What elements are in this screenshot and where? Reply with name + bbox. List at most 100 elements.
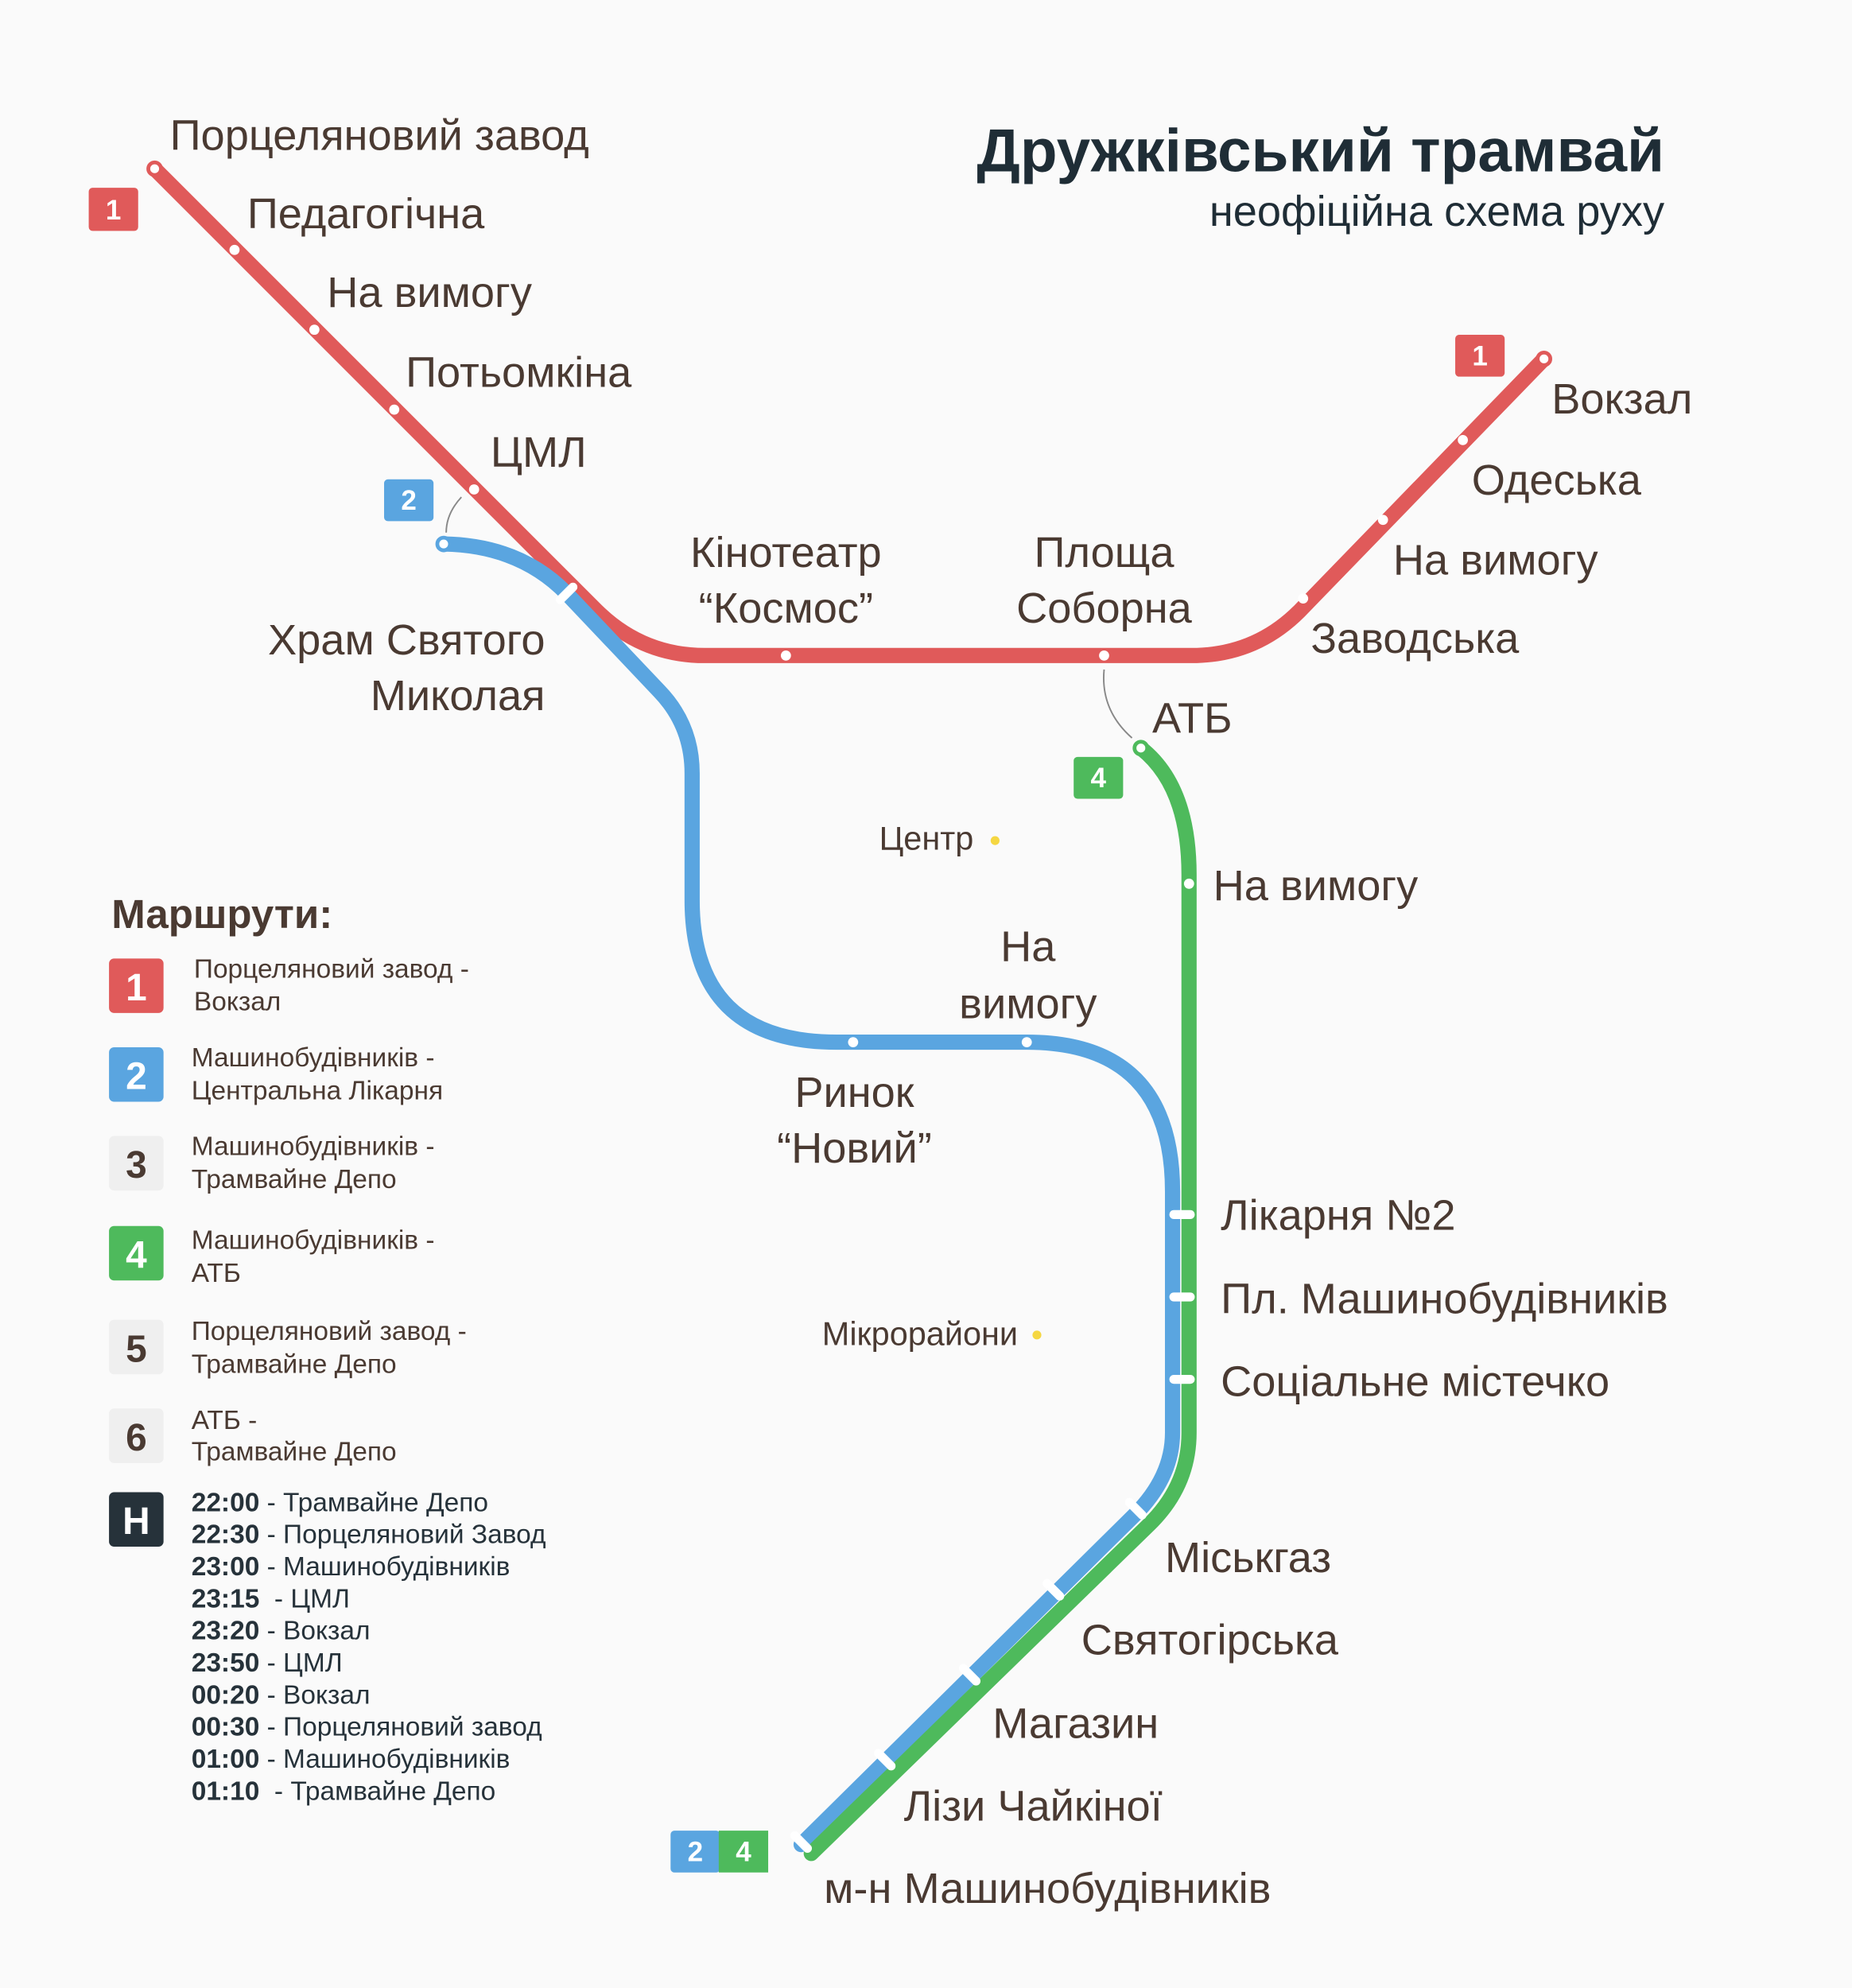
station-dot [848,1037,859,1047]
schedule-destination: - ЦМЛ [259,1648,342,1678]
schedule-time: 23:20 [192,1617,260,1646]
station-label: Педагогічна [247,190,485,238]
station-dot [780,650,791,661]
station-label: АТБ [1152,695,1233,743]
transfer-marker [874,1749,896,1771]
schedule-row: 23:50 - ЦМЛ [192,1648,343,1678]
transfer-marker [790,1831,813,1854]
station-label: Соборна [1016,584,1193,632]
station-label: Храм Святого [268,616,545,664]
map-subtitle: неофіційна схема руху [1209,188,1664,235]
badge-label: 4 [1091,763,1107,794]
route-badge-1-west: 1 [88,188,138,231]
station-label: Міськгаз [1165,1534,1331,1582]
route-4-line [803,740,1197,1862]
station-label: Миколая [371,672,546,720]
badge-label: 2 [688,1836,704,1867]
schedule-row: 22:00 - Трамвайне Депо [192,1488,488,1517]
legend-night-route: Н 22:00 - Трамвайне Депо 22:30 - Порцелян… [109,1488,546,1806]
route-badge-2-4: 2 4 [670,1831,769,1873]
station-dot [1298,593,1309,604]
station-label: Лізи Чайкіної [904,1782,1163,1830]
station-dot [1377,514,1388,526]
station-label: Соціальне містечко [1221,1357,1609,1405]
badge-label: 4 [736,1836,751,1867]
station-label: ЦМЛ [491,429,587,476]
station-label: На вимогу [1213,862,1419,910]
station-labels: Порцеляновий завод Педагогічна На вимогу… [170,111,1693,1912]
transfer-markers [556,582,1195,1854]
schedule-row: 22:30 - Порцеляновий Завод [192,1520,546,1550]
district-label: Центр [879,819,974,856]
schedule-destination: - Машинобудівників [259,1745,510,1774]
legend-badge: 4 [126,1234,147,1276]
legend-badge: 2 [126,1056,147,1098]
legend-text: Машинобудівників - [192,1132,435,1161]
station-dot [1021,1037,1032,1047]
station-label: Заводська [1310,615,1520,662]
station-label: Ринок [794,1069,914,1116]
station-label: Кінотеатр [690,529,882,577]
legend-text: Центральна Лікарня [192,1076,443,1105]
schedule-destination: - Порцеляновий завод [259,1713,542,1742]
schedule-time: 22:00 [192,1488,260,1517]
legend-route-3: 3 Машинобудівників - Трамвайне Депо [109,1132,435,1194]
schedule-time: 00:20 [192,1680,260,1710]
legend-text: Машинобудівників - [192,1225,435,1255]
route-badge-2: 2 [384,479,434,522]
legend-badge: Н [122,1501,150,1543]
transfer-marker [1124,1497,1147,1520]
station-label: Вокзал [1551,375,1692,423]
station-label: На [1000,923,1056,971]
schedule-destination: - ЦМЛ [259,1584,350,1613]
night-schedule: 22:00 - Трамвайне Депо 22:30 - Порцелянов… [192,1488,546,1806]
station-label: На вимогу [327,269,532,316]
terminal-marker [1132,740,1150,757]
station-dot [1099,650,1109,661]
station-label: Порцеляновий завод [170,111,589,159]
schedule-destination: - Порцеляновий Завод [259,1520,546,1550]
schedule-time: 01:00 [192,1745,260,1774]
station-dot [1458,434,1468,445]
legend-route-1: 1 Порцеляновий завод - Вокзал [109,954,469,1017]
legend-badge: 6 [126,1417,147,1459]
route-1-line [146,161,1552,663]
schedule-time: 23:15 [192,1584,260,1613]
schedule-row: 23:00 - Машинобудівників [192,1552,511,1582]
badge-label: 1 [1472,340,1488,371]
legend-route-6: 6 АТБ - Трамвайне Депо [109,1406,397,1467]
station-dot [468,484,480,495]
schedule-time: 22:30 [192,1520,260,1550]
badge-label: 1 [106,195,122,226]
district-dot-center [990,836,1000,845]
station-label: Потьомкіна [406,348,632,396]
legend: Маршрути: 1 Порцеляновий завод - Вокзал … [109,891,546,1806]
schedule-row: 00:30 - Порцеляновий завод [192,1713,542,1742]
schedule-destination: - Трамвайне Депо [259,1488,488,1517]
district-dot-micro [1032,1330,1042,1340]
station-label: м-н Машинобудівників [824,1865,1271,1912]
schedule-destination: - Трамвайне Депо [259,1776,495,1806]
station-label: На вимогу [1393,536,1598,584]
schedule-time: 23:00 [192,1552,260,1582]
station-label: Пл. Машинобудівників [1221,1276,1668,1323]
legend-badge: 5 [126,1328,147,1370]
legend-text: Трамвайне Депо [192,1165,397,1194]
legend-text: Машинобудівників - [192,1043,435,1073]
station-label: Магазин [992,1700,1159,1748]
legend-title: Маршрути: [111,891,332,937]
station-label: вимогу [959,980,1097,1027]
terminal-marker [435,535,452,553]
schedule-destination: - Вокзал [259,1680,370,1710]
legend-text: АТБ - [192,1406,258,1435]
legend-text: Порцеляновий завод - [192,1317,467,1346]
station-label: “Новий” [777,1124,932,1172]
station-label: Площа [1034,529,1174,577]
legend-route-4: 4 Машинобудівників - АТБ [109,1225,435,1288]
legend-route-2: 2 Машинобудівників - Центральна Лікарня [109,1043,443,1105]
station-dot [309,324,320,336]
terminals [146,160,1552,757]
schedule-row: 23:20 - Вокзал [192,1617,371,1646]
station-label: Одеська [1472,456,1642,504]
